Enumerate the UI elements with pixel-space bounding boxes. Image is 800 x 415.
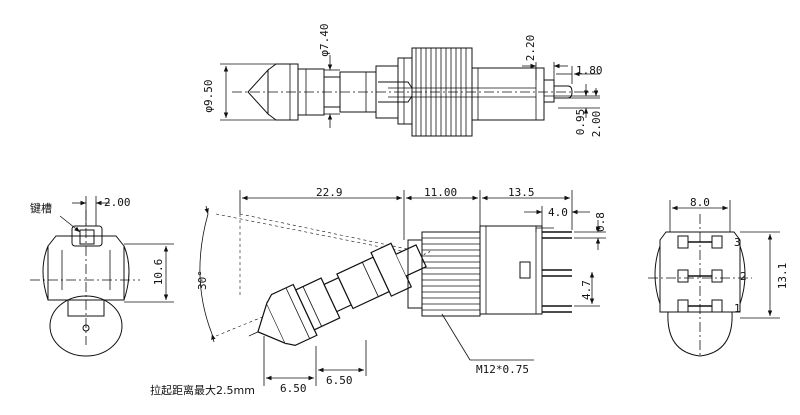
- dim-4-7: 4.7: [580, 280, 593, 300]
- pin-label-3: 3: [734, 236, 741, 249]
- dim-10-6: 10.6: [152, 259, 165, 286]
- dim-22-9: 22.9: [316, 186, 343, 199]
- terminal-pins: [677, 235, 723, 313]
- dim-2-00-vertical: 2.00: [590, 111, 603, 138]
- dim-6-50-right: 6.50: [326, 374, 353, 387]
- dim-13-5: 13.5: [508, 186, 535, 199]
- pin-label-2: 2: [740, 270, 747, 283]
- left-end-view: [30, 196, 174, 357]
- dim-4-0: 4.0: [548, 206, 568, 219]
- dim-diameter-7-40: φ7.40: [318, 23, 331, 56]
- right-end-view: [648, 200, 780, 357]
- dim-diameter-9-50: φ9.50: [202, 79, 215, 112]
- dim-13-1: 13.1: [776, 263, 789, 290]
- middle-angled-view: [199, 190, 606, 386]
- dim-angle-30: 30°: [196, 270, 209, 290]
- dim-0-95: 0.95: [574, 109, 587, 136]
- dim-2-00: 2.00: [104, 196, 131, 209]
- dim-6-50-left: 6.50: [280, 382, 307, 395]
- dim-11-00: 11.00: [424, 186, 457, 199]
- dim-thread-m12: M12*0.75: [476, 363, 529, 376]
- dim-8-0: 8.0: [690, 196, 710, 209]
- top-side-view: [220, 47, 600, 137]
- middle-thread-lines: [422, 237, 480, 311]
- key-slot-label: 键槽: [30, 201, 52, 215]
- dim-2-20: 2.20: [524, 35, 537, 62]
- pin-label-1: 1: [734, 302, 741, 315]
- pull-distance-note: 拉起距离最大2.5mm: [150, 383, 255, 397]
- dim-0-8: 0.8: [594, 212, 607, 232]
- thread-lines: [415, 48, 467, 136]
- dim-1-80: 1.80: [576, 64, 603, 77]
